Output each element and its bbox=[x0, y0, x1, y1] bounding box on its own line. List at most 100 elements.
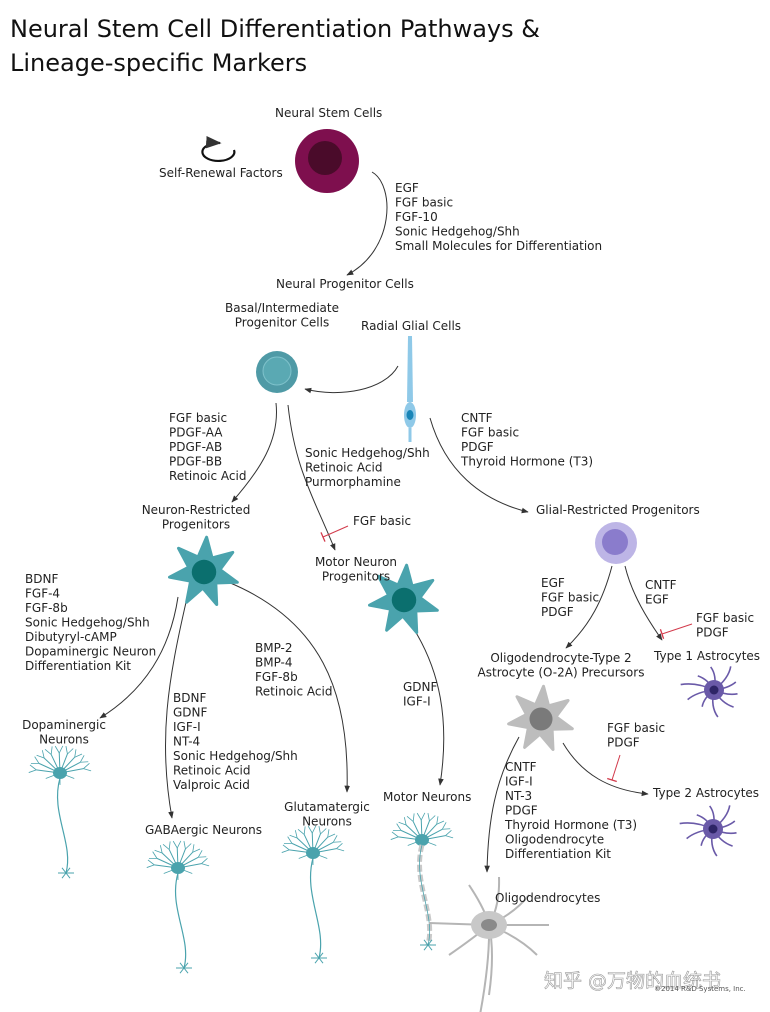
motor-neuron-cell-dendrite-branch bbox=[398, 821, 407, 826]
factors-to-glutamatergic-line: BMP-4 bbox=[255, 656, 293, 670]
cells-layer bbox=[28, 129, 738, 1012]
motor-neuron-cell-terminal bbox=[423, 939, 429, 946]
factors-to-oligodendrocytes-line: NT-3 bbox=[505, 789, 532, 803]
inhibit-type1 bbox=[659, 623, 693, 639]
gabaergic-neuron-cell-dendrite-branch bbox=[201, 863, 210, 867]
factors-type1-inhibit-line: PDGF bbox=[696, 626, 729, 640]
glutamatergic-neuron-cell-dendrite-branch bbox=[289, 834, 298, 839]
arrow-basal-to-neuron-restricted bbox=[231, 402, 278, 503]
glutamatergic-neuron-cell-dendrite-branch bbox=[320, 828, 327, 835]
motor-neuron-cell-dendrite-branch bbox=[436, 816, 439, 825]
glutamatergic-neuron-cell-axon bbox=[309, 857, 322, 959]
gabaergic-neuron-cell-dendrite-branch bbox=[152, 851, 158, 859]
glutamatergic-neuron-cell-dendrite-branch bbox=[318, 826, 321, 835]
motor-neuron-cell bbox=[390, 812, 454, 951]
motor-neuron-cell-dendrite-branch bbox=[391, 831, 399, 838]
glutamatergic-neuron-cell-dendrite-branch bbox=[336, 843, 343, 849]
glutamatergic-neuron-cell-dendrite-branch bbox=[336, 848, 345, 852]
gabaergic-neuron-cell-dendrite-branch bbox=[192, 844, 195, 853]
gabaergic-neuron-cell-dendrite-branch bbox=[192, 848, 201, 853]
inhibit-motor-fgf-bar bbox=[320, 532, 326, 542]
label-self-renewal: Self-Renewal Factors bbox=[159, 166, 283, 180]
glutamatergic-neuron-cell-dendrite-branch bbox=[282, 844, 290, 851]
label-glial-restricted-line: Glial-Restricted Progenitors bbox=[536, 503, 700, 517]
title-line-1: Neural Stem Cell Differentiation Pathway… bbox=[10, 15, 540, 43]
factors-to-gabaergic-line: NT-4 bbox=[173, 735, 200, 749]
motor-neuron-cell-terminal bbox=[427, 939, 433, 946]
glutamatergic-neuron-cell-dendrite-branch bbox=[297, 828, 305, 835]
glutamatergic-neuron-cell-terminal bbox=[314, 952, 320, 959]
motor-neuron-cell-dendrite-branch bbox=[441, 822, 447, 830]
motor-neuron-cell-dendrite-branch bbox=[396, 823, 402, 831]
motor-neuron-cell-dendrite-branch bbox=[427, 813, 430, 822]
dopaminergic-neuron-cell-axon bbox=[56, 777, 69, 874]
motor-neuron-cell-terminal bbox=[423, 944, 429, 951]
factor-motor-inhibit: FGF basic bbox=[353, 514, 411, 528]
o2a-precursor-cell bbox=[507, 684, 574, 751]
glutamatergic-neuron-cell-dendrite-branch bbox=[327, 833, 336, 838]
motor-neuron-progenitor-cell bbox=[368, 563, 439, 634]
glutamatergic-neuron-cell-terminal bbox=[318, 957, 324, 964]
motor-neuron-cell-soma bbox=[415, 834, 429, 846]
arrow-to-gabaergic bbox=[164, 597, 188, 819]
gabaergic-neuron-cell-terminal bbox=[183, 962, 189, 969]
arrow-o2a-to-type2 bbox=[562, 742, 649, 797]
label-radial-glial-cells-line: Radial Glial Cells bbox=[361, 319, 461, 333]
factors-basal-to-neuron-restricted-line: FGF basic bbox=[169, 411, 227, 425]
factors-to-motor-neurons-line: IGF-I bbox=[403, 695, 431, 709]
dopaminergic-neuron-cell-dendrite-branch bbox=[28, 769, 37, 773]
gabaergic-neuron-cell-dendrite-branch bbox=[168, 841, 171, 850]
glutamatergic-neuron-cell-soma bbox=[306, 847, 320, 859]
factors-to-gabaergic-line: Retinoic Acid bbox=[173, 764, 250, 778]
dopaminergic-neuron-cell-dendrite-branch bbox=[58, 745, 64, 754]
factors-basal-to-neuron-restricted-line: PDGF-BB bbox=[169, 455, 222, 469]
factors-to-glutamatergic-line: Retinoic Acid bbox=[255, 685, 332, 699]
factors-to-dopaminergic-line: Dibutyryl-cAMP bbox=[25, 630, 117, 644]
label-oligodendrocytes-line: Oligodendrocytes bbox=[495, 891, 600, 905]
gabaergic-neuron-cell-dendrite-branch bbox=[147, 859, 155, 866]
arrow-o2a-to-oligodendrocytes bbox=[484, 736, 520, 873]
glial-restricted-progenitor-nucleus bbox=[602, 529, 628, 555]
dopaminergic-neuron-cell-dendrite-branch bbox=[34, 756, 40, 764]
factor-motor-inhibit-line: FGF basic bbox=[353, 514, 411, 528]
oligodendrocyte-cell-nucleus bbox=[481, 919, 497, 931]
factors-basal-to-motor-line: Purmorphamine bbox=[305, 475, 401, 489]
factors-basal-to-neuron-restricted-line: Retinoic Acid bbox=[169, 469, 246, 483]
label-glial-restricted: Glial-Restricted Progenitors bbox=[536, 503, 700, 517]
glutamatergic-neuron-cell bbox=[281, 825, 345, 964]
self-renewal-arrow bbox=[201, 136, 236, 163]
inhibit-motor-fgf bbox=[320, 525, 349, 542]
motor-neuron-cell-dendrite-branch bbox=[429, 815, 436, 822]
neuron-restricted-progenitor-cell-nucleus bbox=[191, 559, 217, 585]
factors-stem-to-progenitor-line: FGF-10 bbox=[395, 210, 438, 224]
factors-basal-to-motor-line: Sonic Hedgehog/Shh bbox=[305, 446, 430, 460]
glutamatergic-neuron-cell-dendrite-branch bbox=[294, 830, 298, 839]
motor-neuron-cell-dendrite-branch bbox=[445, 830, 452, 836]
radial-glia-fiber bbox=[407, 336, 413, 402]
factors-to-o2a-line: PDGF bbox=[541, 605, 574, 619]
factors-to-dopaminergic-line: Sonic Hedgehog/Shh bbox=[25, 616, 150, 630]
motor-neuron-cell-dendrite-branch bbox=[416, 812, 422, 821]
factors-stem-to-progenitor-line: FGF basic bbox=[395, 196, 453, 210]
factors-stem-to-progenitor-line: EGF bbox=[395, 181, 419, 195]
arrows-layer bbox=[99, 136, 693, 873]
motor-neuron-cell-dendrite-branch bbox=[406, 815, 414, 822]
label-type2-astrocytes: Type 2 Astrocytes bbox=[652, 786, 759, 800]
factors-type2-inhibit-line: PDGF bbox=[607, 736, 640, 750]
label-o2a-precursors-line: Astrocyte (O-2A) Precursors bbox=[478, 666, 645, 680]
arrow-stem-to-progenitor bbox=[346, 171, 388, 276]
dopaminergic-neuron-cell-dendrite-branch bbox=[44, 748, 52, 755]
factors-to-motor-neurons-line: GDNF bbox=[403, 680, 438, 694]
motor-neuron-cell-dendrite-branch bbox=[412, 813, 415, 822]
factors-to-dopaminergic-line: Differentiation Kit bbox=[25, 659, 131, 673]
label-motor-neurons: Motor Neurons bbox=[383, 790, 471, 804]
gabaergic-neuron-cell bbox=[146, 840, 210, 974]
oligodendrocyte-cell bbox=[428, 876, 549, 1012]
arrow-glial-to-type1 bbox=[624, 565, 663, 641]
